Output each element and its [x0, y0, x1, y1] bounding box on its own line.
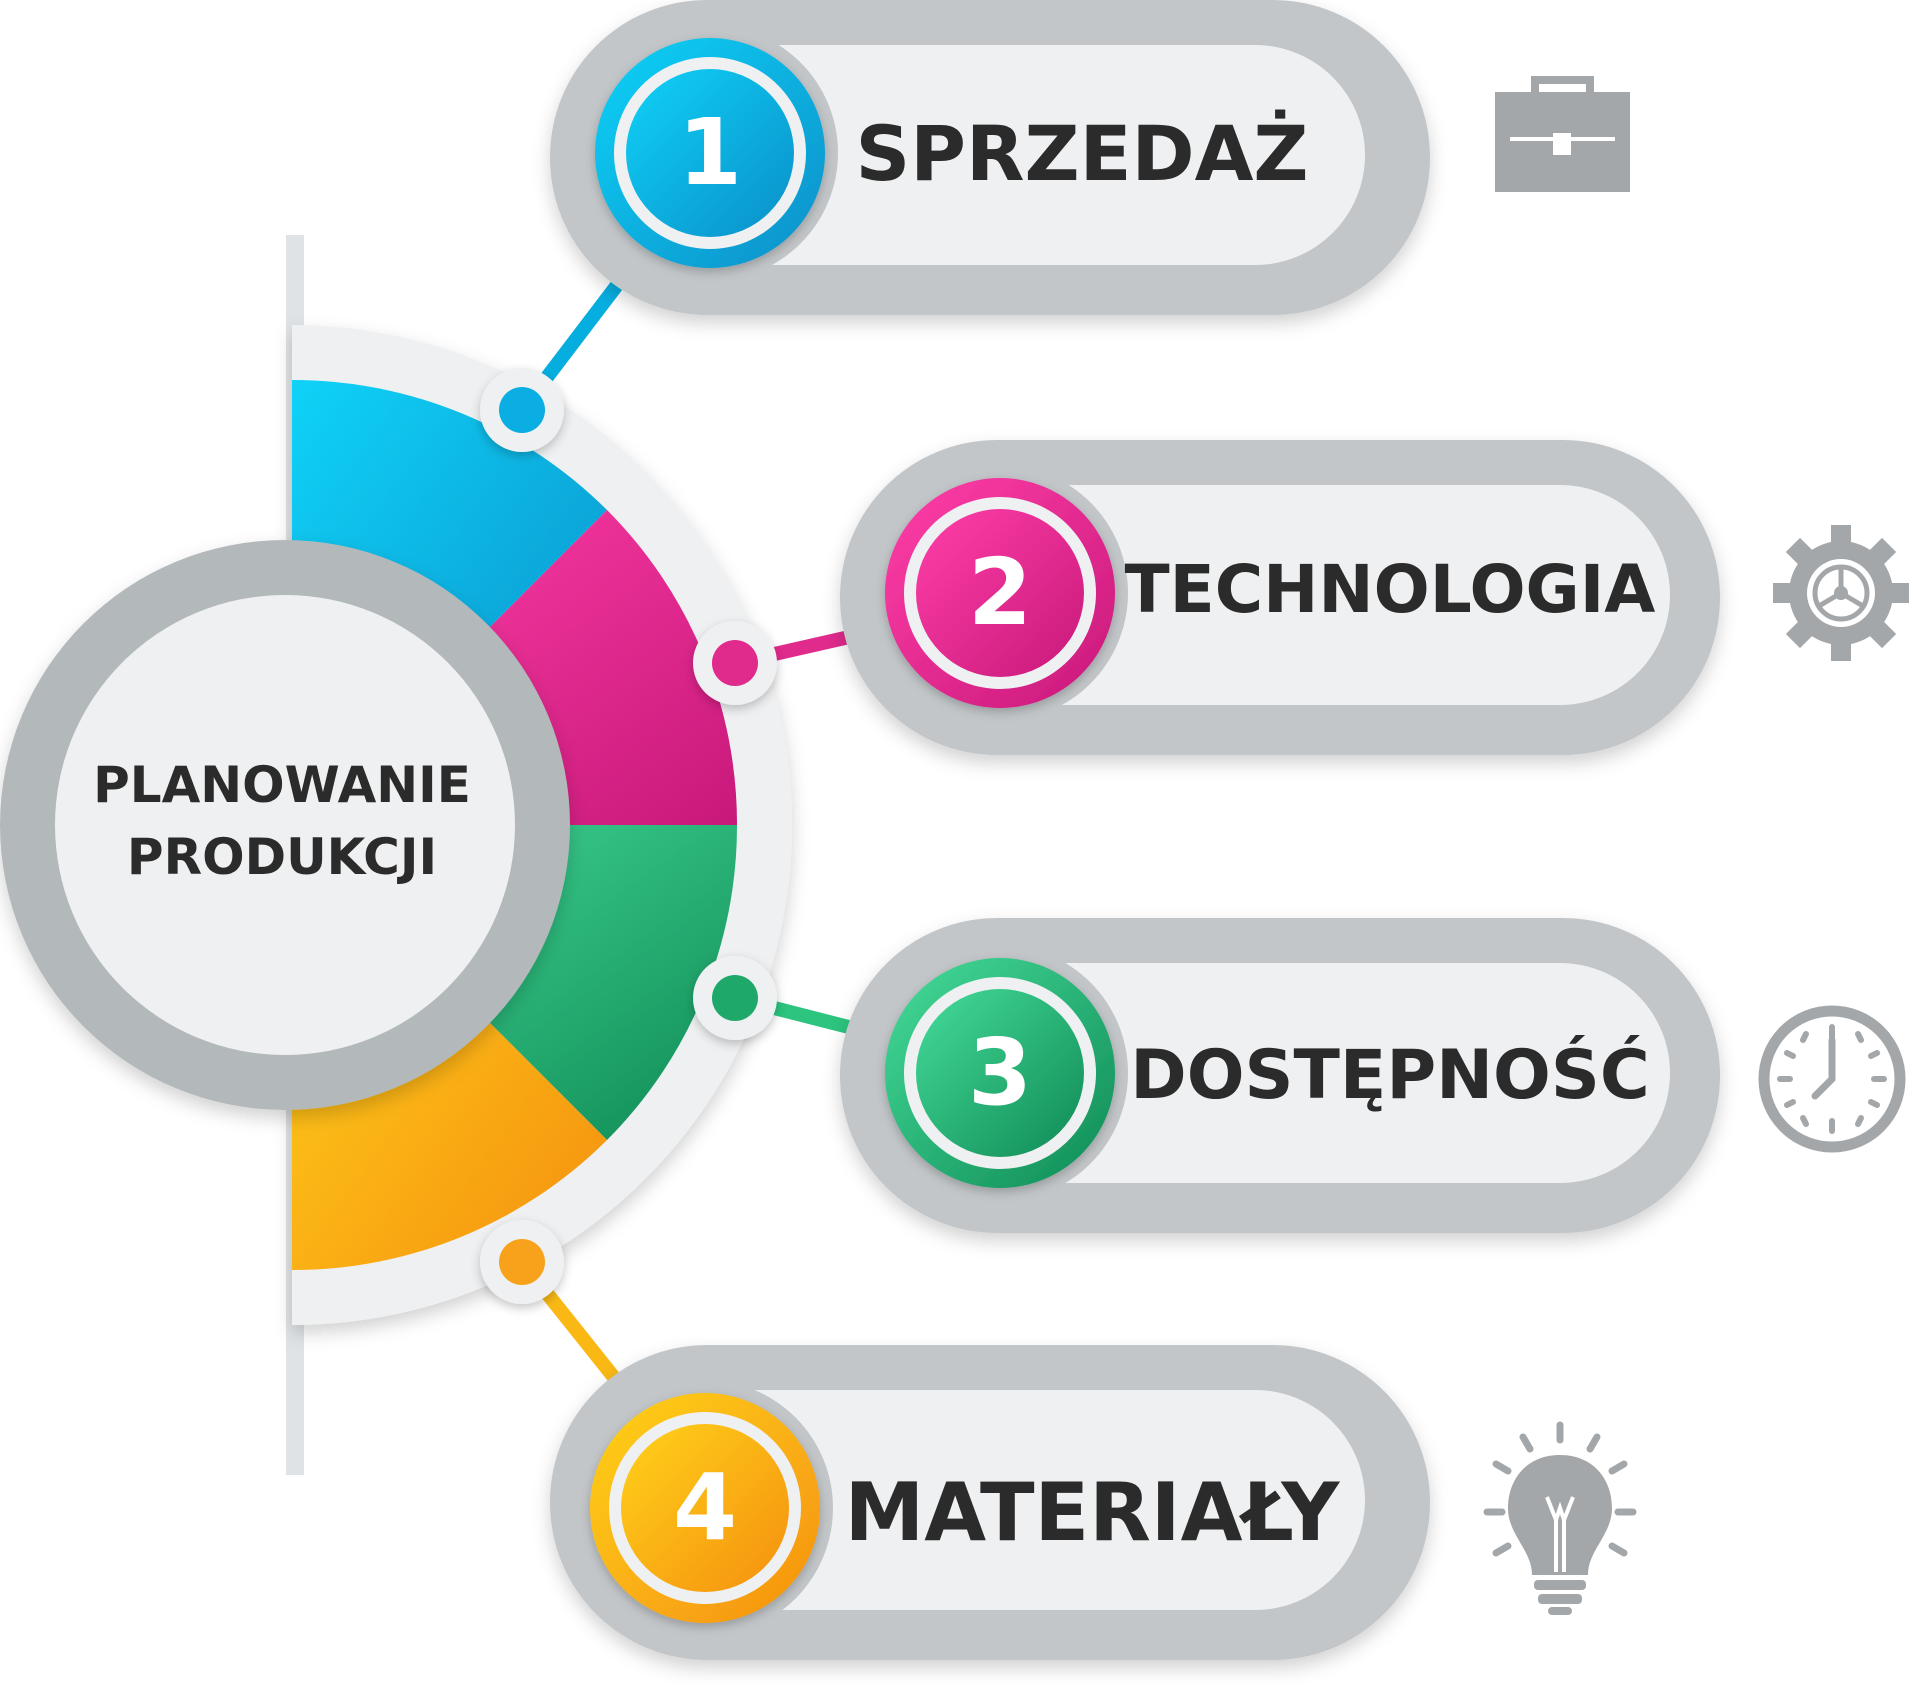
- gear-icon: [1773, 525, 1909, 661]
- item-number: 2: [968, 539, 1032, 646]
- item-label: DOSTĘPNOŚĆ: [1130, 1035, 1650, 1115]
- item-number: 4: [673, 1454, 737, 1561]
- clock-icon: [1758, 1005, 1906, 1153]
- item-technology: 2 TECHNOLOGIA: [840, 440, 1720, 755]
- center-hub: PLANOWANIE PRODUKCJI: [0, 540, 570, 1110]
- item-materials: 4 MATERIAŁY: [550, 1345, 1430, 1660]
- lightbulb-icon: [1483, 1421, 1637, 1615]
- center-title-line1: PLANOWANIE: [93, 756, 471, 814]
- item-number: 1: [678, 99, 742, 206]
- item-label: MATERIAŁY: [845, 1466, 1341, 1559]
- item-label: TECHNOLOGIA: [1125, 551, 1656, 628]
- connector-dots: [480, 368, 777, 1304]
- center-title-line2: PRODUKCJI: [127, 828, 437, 886]
- item-sales: 1 SPRZEDAŻ: [550, 0, 1430, 315]
- item-number: 3: [968, 1019, 1032, 1126]
- item-label: SPRZEDAŻ: [856, 108, 1309, 198]
- item-availability: 3 DOSTĘPNOŚĆ: [840, 918, 1720, 1233]
- briefcase-icon: [1495, 76, 1630, 192]
